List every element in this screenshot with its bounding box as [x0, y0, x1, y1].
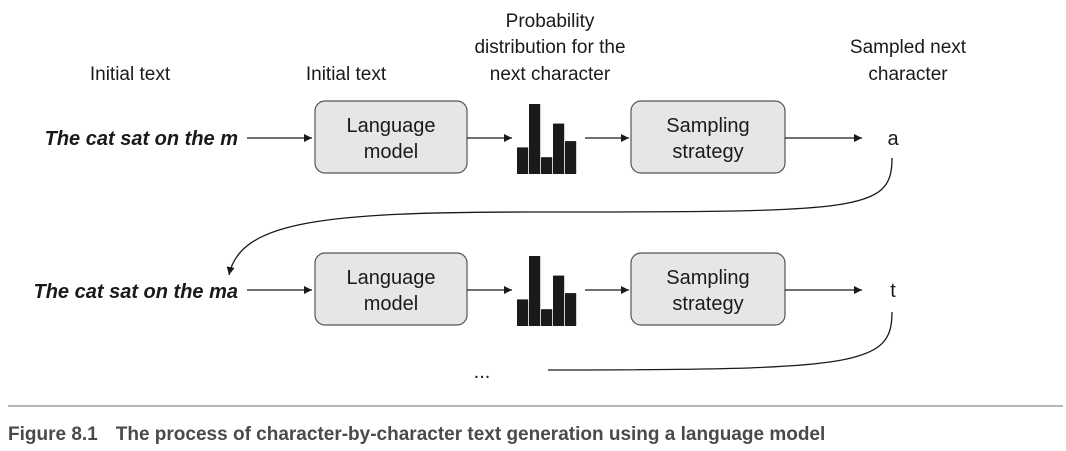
histogram-bar: [517, 147, 529, 174]
row-2-output-char: t: [890, 280, 896, 302]
header-sampled-line2: character: [868, 64, 948, 85]
histogram-bar: [529, 104, 541, 174]
row-1: The cat sat on the m Language model Samp…: [45, 100, 899, 174]
row-1-language-model-label-1: Language: [347, 115, 436, 137]
row-2-language-model-label-1: Language: [347, 267, 436, 289]
header-initial-text-mid: Initial text: [306, 64, 387, 85]
figure-number: Figure 8.1: [8, 424, 98, 445]
row-1-language-model-label-2: model: [364, 141, 418, 163]
histogram-bar: [565, 293, 577, 326]
header-initial-text-left: Initial text: [90, 64, 171, 85]
row-1-sampling-strategy-box: [630, 100, 786, 174]
feedback-arrow-1: [226, 157, 893, 276]
ellipsis: ...: [474, 361, 491, 383]
row-1-input-text: The cat sat on the m: [45, 128, 238, 150]
histogram-bar: [553, 123, 565, 174]
histogram-bar: [541, 157, 553, 174]
continuation-curve: [547, 311, 893, 371]
histogram-bar: [517, 299, 529, 326]
diagram-canvas: Initial text Initial text Probability di…: [8, 11, 1063, 407]
row-1-sampling-strategy-label-2: strategy: [672, 141, 743, 163]
header-probability-line2: distribution for the: [474, 37, 625, 58]
histogram-bar: [541, 309, 553, 326]
caption-text: The process of character-by-character te…: [115, 424, 826, 445]
row-2-input-text: The cat sat on the ma: [34, 281, 239, 303]
row-2-sampling-strategy-label-2: strategy: [672, 293, 743, 315]
histogram-bar: [529, 256, 541, 326]
figure-caption: Figure 8.1 The process of character-by-ch…: [8, 424, 1063, 451]
row-2-language-model-label-2: model: [364, 293, 418, 315]
histogram-bar: [553, 275, 565, 326]
header-probability-line1: Probability: [506, 11, 595, 32]
header-probability-line3: next character: [490, 64, 611, 85]
row-1-output-char: a: [887, 128, 899, 150]
row-2-sampling-strategy-label-1: Sampling: [666, 267, 749, 289]
header-sampled-line1: Sampled next: [850, 37, 967, 58]
row-2-sampling-strategy-box: [630, 252, 786, 326]
row-2: The cat sat on the ma Language model Sam…: [34, 252, 896, 326]
row-2-language-model-box: [314, 252, 468, 326]
row-1-sampling-strategy-label-1: Sampling: [666, 115, 749, 137]
row-1-histogram: [517, 104, 577, 174]
row-2-histogram: [517, 256, 577, 326]
histogram-bar: [565, 141, 577, 174]
row-1-language-model-box: [314, 100, 468, 174]
